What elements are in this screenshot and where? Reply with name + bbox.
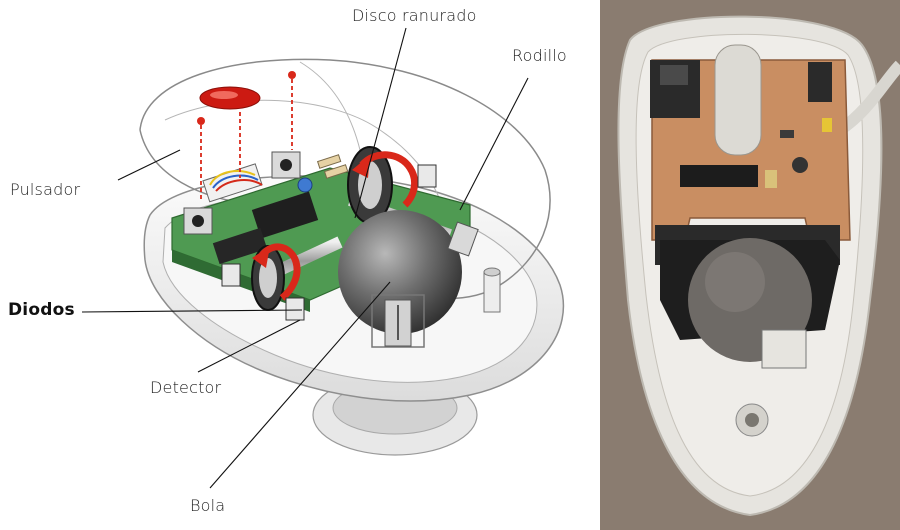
rotation-arrow-right bbox=[359, 151, 419, 208]
label-diodos: Diodos bbox=[8, 300, 75, 320]
label-detector: Detector bbox=[150, 378, 222, 397]
mouse-photo bbox=[600, 0, 900, 530]
label-rodillo: Rodillo bbox=[512, 46, 567, 65]
mouse-diagram: Disco ranurado Rodillo Pulsador Diodos D… bbox=[8, 6, 567, 515]
rotation-arrow-left bbox=[259, 243, 301, 301]
label-bola: Bola bbox=[190, 496, 226, 515]
opened-mouse-photo bbox=[600, 0, 900, 530]
mouse-ball bbox=[338, 210, 462, 334]
button-press-callouts bbox=[197, 71, 296, 200]
mouse-illustration bbox=[81, 27, 565, 489]
label-disco-ranurado: Disco ranurado bbox=[352, 6, 477, 25]
leader-lines bbox=[81, 27, 529, 489]
label-pulsador: Pulsador bbox=[10, 180, 81, 199]
